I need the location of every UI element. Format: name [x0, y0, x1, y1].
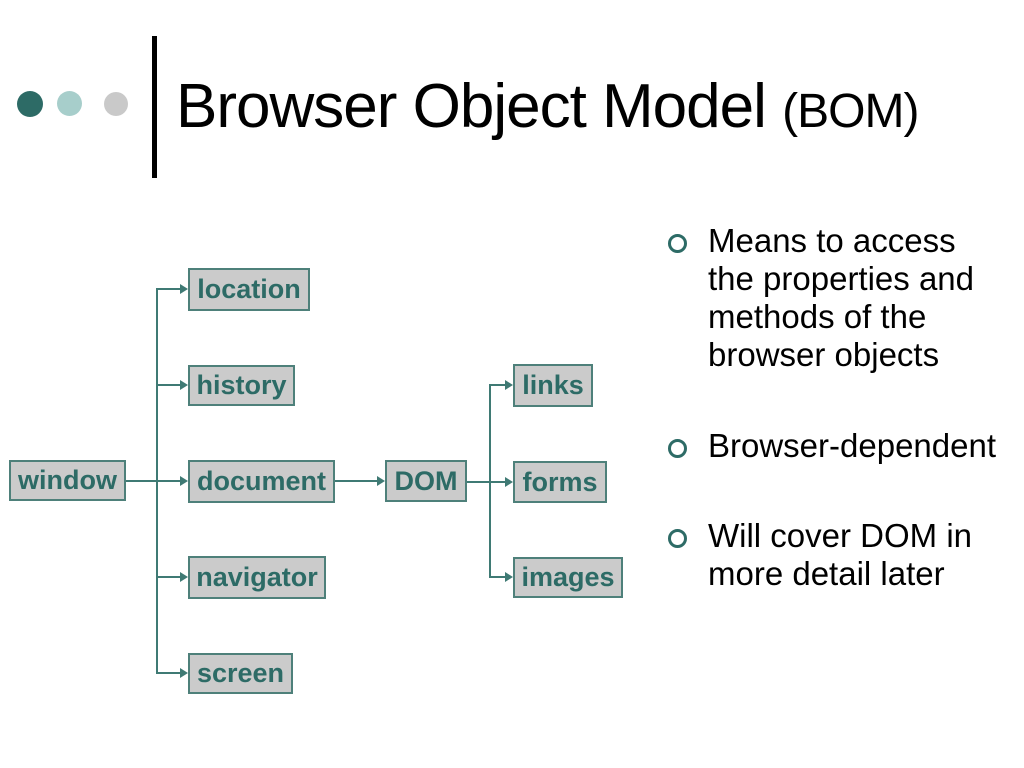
bullet-text-line: Browser-dependent [708, 427, 997, 464]
circle-bullet-icon [668, 439, 687, 458]
arrowhead-navigator-icon [180, 572, 188, 582]
arrowhead-dom-icon [377, 476, 385, 486]
connector-dom-out [467, 481, 505, 483]
arrowhead-document-icon [180, 476, 188, 486]
arrowhead-forms-icon [505, 477, 513, 487]
bullet-item-means-to-access: Means to access the properties and metho… [663, 222, 1013, 374]
node-history: history [188, 365, 295, 406]
connector-to-links [489, 384, 505, 386]
bullet-text-line: browser objects [708, 336, 940, 373]
arrowhead-links-icon [505, 380, 513, 390]
bullet-text-line: Means to access [708, 222, 956, 259]
connector-to-history [156, 384, 180, 386]
node-navigator: navigator [188, 556, 326, 599]
node-location: location [188, 268, 310, 311]
connector-to-images [489, 576, 505, 578]
circle-bullet-icon [668, 234, 687, 253]
bullet-text-line: methods of the [708, 298, 927, 335]
page-title: Browser Object Model (BOM) [176, 72, 919, 141]
arrowhead-screen-icon [180, 668, 188, 678]
decorative-circle-dark-icon [17, 91, 43, 117]
bullet-item-will-cover-dom: Will cover DOM in more detail later [663, 517, 1013, 593]
page-title-main: Browser Object Model [176, 72, 783, 141]
node-links: links [513, 364, 593, 407]
node-document: document [188, 460, 335, 503]
bullet-text-line: more detail later [708, 555, 945, 592]
connector-window-trunk [156, 288, 158, 674]
arrowhead-images-icon [505, 572, 513, 582]
decorative-circle-gray-icon [104, 92, 128, 116]
node-screen: screen [188, 653, 293, 694]
node-images: images [513, 557, 623, 598]
page-title-paren: (BOM) [782, 85, 919, 138]
bullet-list: Means to access the properties and metho… [663, 222, 1013, 593]
bullet-text-line: the properties and [708, 260, 975, 297]
node-forms: forms [513, 461, 607, 503]
circle-bullet-icon [668, 529, 687, 548]
node-dom: DOM [385, 460, 467, 502]
arrowhead-history-icon [180, 380, 188, 390]
connector-to-location [156, 288, 180, 290]
bullet-text-line: Will cover DOM in [708, 517, 973, 554]
node-window: window [9, 460, 126, 501]
connector-document-to-dom [335, 480, 377, 482]
arrowhead-location-icon [180, 284, 188, 294]
connector-to-screen [156, 672, 180, 674]
title-divider-bar [152, 36, 157, 178]
decorative-circle-teal-icon [57, 91, 82, 116]
connector-window-out [126, 480, 180, 482]
bullet-item-browser-dependent: Browser-dependent [663, 427, 1013, 465]
connector-to-navigator [156, 576, 180, 578]
